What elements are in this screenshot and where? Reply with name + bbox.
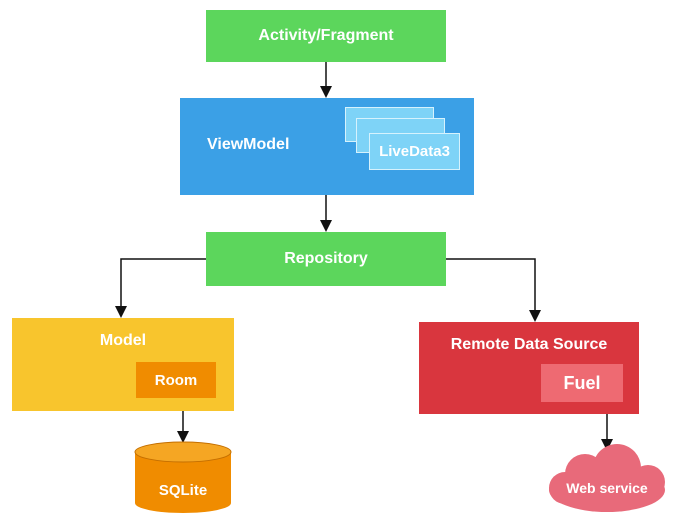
fuel-label: Fuel (563, 372, 601, 393)
repository-box: Repository (206, 232, 446, 286)
model-box: Model Room (12, 318, 234, 411)
arrow-repository-remote (446, 258, 541, 322)
activity-fragment-box: Activity/Fragment (206, 10, 446, 62)
livedata-box: LiveData3 (369, 133, 460, 170)
remote-data-source-label: Remote Data Source (450, 336, 608, 353)
fuel-box: Fuel (541, 364, 623, 402)
viewmodel-box: ViewModel LiveData3 (180, 98, 474, 195)
webservice-label: Web service (566, 480, 648, 496)
room-label: Room (154, 371, 198, 389)
room-box: Room (136, 362, 216, 398)
model-label: Model (99, 332, 147, 349)
repository-label: Repository (284, 250, 368, 267)
viewmodel-label: ViewModel (207, 136, 290, 153)
livedata-label: LiveData3 (379, 143, 450, 160)
remote-data-source-box: Remote Data Source Fuel (419, 322, 639, 414)
activity-fragment-label: Activity/Fragment (258, 27, 394, 44)
sqlite-label: SQLite (158, 482, 208, 499)
arrow-repository-model (115, 258, 206, 318)
